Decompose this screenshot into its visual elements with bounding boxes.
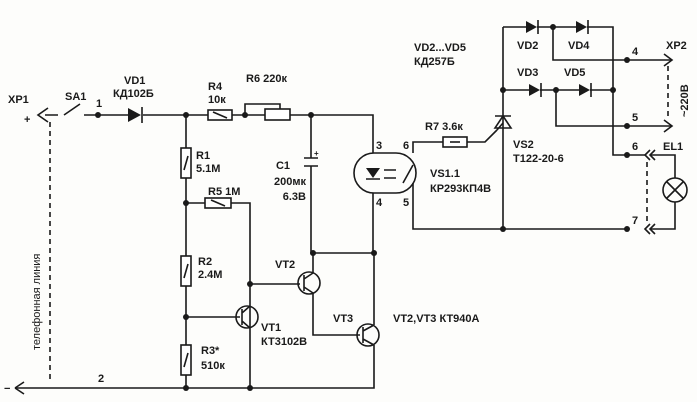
vd5-diode-icon xyxy=(579,83,592,97)
xp1-plus-label: + xyxy=(24,114,30,126)
el1-socket-icon xyxy=(643,149,656,235)
r4-value: 10к xyxy=(208,94,226,106)
vt2-ref: VT2 xyxy=(275,259,295,271)
c1-value: 200мк xyxy=(274,176,306,188)
vd-group-refs: VD2...VD5 xyxy=(414,42,466,54)
svg-text:+: + xyxy=(314,149,319,158)
r2-resistor-icon xyxy=(180,255,192,287)
r5-resistor-icon xyxy=(204,197,232,209)
vs1-ref: VS1.1 xyxy=(430,168,460,180)
node-2-label: 2 xyxy=(98,373,104,385)
c1-voltage: 6.3В xyxy=(283,191,306,203)
vd2-ref: VD2 xyxy=(517,40,538,52)
pin-5-label: 5 xyxy=(632,112,638,124)
vs1-optocoupler-icon xyxy=(353,152,417,194)
vd-group-type: КД257Б xyxy=(414,56,455,68)
el1-label: EL1 xyxy=(663,141,683,153)
vs2-type: Т122-20-6 xyxy=(513,153,564,165)
vd3-diode-icon xyxy=(529,83,542,97)
vt1-type: КТ3102В xyxy=(261,336,307,348)
vt2-transistor-icon xyxy=(297,271,321,295)
phone-line-label: телефонная линия xyxy=(31,254,43,350)
vd5-ref: VD5 xyxy=(564,67,585,79)
vd1-diode-icon xyxy=(128,107,143,123)
sa1-label: SA1 xyxy=(65,91,86,103)
vd3-ref: VD3 xyxy=(517,67,538,79)
c1-ref: C1 xyxy=(276,160,290,172)
pin-7-label: 7 xyxy=(632,215,638,227)
wires xyxy=(15,26,676,389)
xp2-plug-icon xyxy=(663,53,674,133)
vs1-type: КР293КП4В xyxy=(430,183,491,195)
pin-4-label: 4 xyxy=(632,46,639,58)
r7-resistor-icon xyxy=(442,136,468,148)
r2-ref: R2 xyxy=(198,256,212,268)
vt1-ref: VT1 xyxy=(261,322,281,334)
pin-6-label: 6 xyxy=(632,141,638,153)
vs2-thyristor-icon xyxy=(493,114,513,131)
node-1-label: 1 xyxy=(96,98,102,110)
junction-dots xyxy=(95,24,630,391)
el1-lamp-icon xyxy=(662,177,688,203)
mains-voltage-label: ~220В xyxy=(679,84,691,117)
vs1-pin4: 4 xyxy=(376,197,383,209)
vt3-transistor-icon xyxy=(356,323,380,347)
xp1-plug-icon xyxy=(14,107,49,395)
r6-label: R6 220к xyxy=(246,73,287,85)
r5-label: R5 1M xyxy=(208,186,240,198)
r4-ref: R4 xyxy=(208,81,223,93)
r1-ref: R1 xyxy=(196,150,210,162)
vs1-pin5: 5 xyxy=(403,197,409,209)
r3-ref: R3* xyxy=(201,345,220,357)
vd1-ref: VD1 xyxy=(124,75,145,87)
r1-value: 5.1M xyxy=(196,163,220,175)
vd2-diode-icon xyxy=(526,20,539,34)
r2-value: 2.4M xyxy=(198,269,222,281)
xp2-label: XP2 xyxy=(666,40,687,52)
vt2-vt3-type: VT2,VT3 КТ940А xyxy=(393,313,480,325)
vt1-transistor-icon xyxy=(235,305,259,329)
c1-capacitor-icon: + xyxy=(304,149,319,167)
vs1-pin6: 6 xyxy=(403,140,409,152)
r6-potentiometer-icon xyxy=(264,108,291,121)
vd1-type: КД102Б xyxy=(113,88,154,100)
vd4-diode-icon xyxy=(576,20,589,34)
r4-resistor-icon xyxy=(207,109,233,121)
vs2-ref: VS2 xyxy=(513,139,534,151)
vs1-pin3: 3 xyxy=(376,140,382,152)
r3-value: 510к xyxy=(201,360,225,372)
xp1-minus-label: − xyxy=(4,383,10,395)
r7-label: R7 3.6к xyxy=(425,121,463,133)
vt3-ref: VT3 xyxy=(333,313,353,325)
vd4-ref: VD4 xyxy=(568,40,590,52)
r3-resistor-icon xyxy=(180,344,192,376)
r1-resistor-icon xyxy=(180,147,192,179)
xp1-label: XP1 xyxy=(8,94,29,106)
